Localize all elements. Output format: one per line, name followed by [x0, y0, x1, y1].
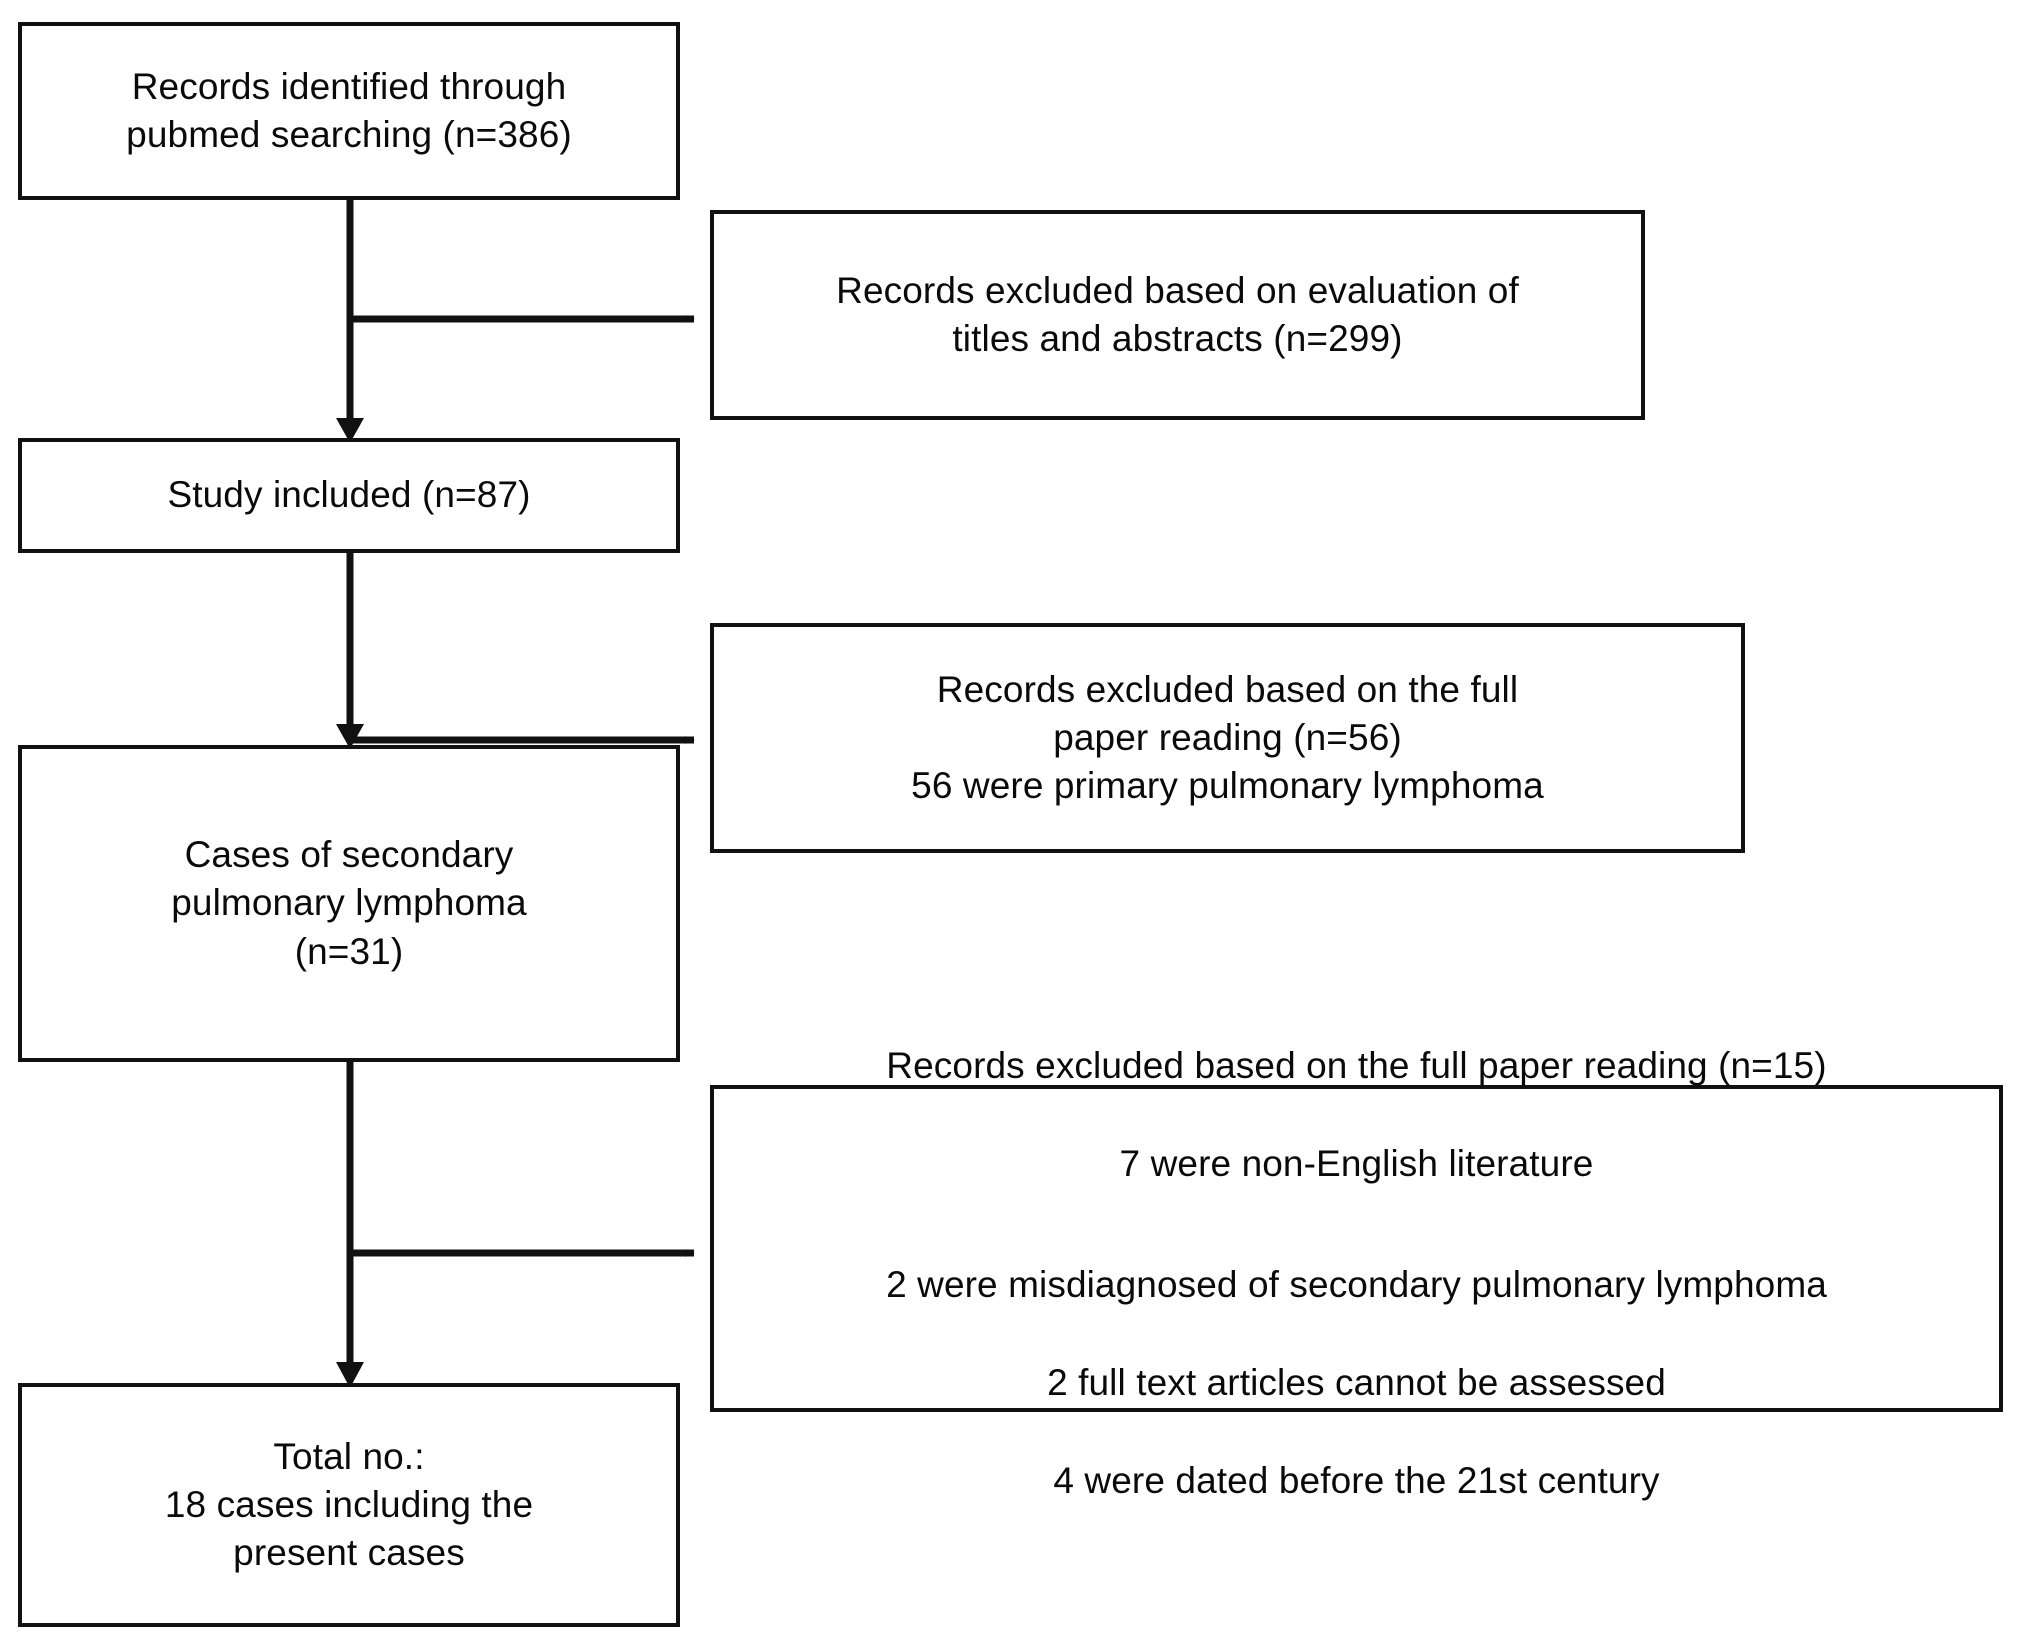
- excluded-second-line-3: 2 were misdiagnosed of secondary pulmona…: [886, 1263, 1827, 1305]
- node-total-cases: Total no.: 18 cases including the presen…: [18, 1383, 680, 1627]
- connector-identified-to-study: [336, 200, 364, 443]
- excluded-second-line-2: 7 were non-English literature: [1119, 1143, 1594, 1185]
- node-secondary-pulmonary-lymphoma-cases-label: Cases of secondary pulmonary lymphoma (n…: [171, 834, 527, 972]
- node-records-excluded-titles: Records excluded based on evaluation of …: [710, 210, 1645, 420]
- excluded-second-line-5: 4 were dated before the 21st century: [1053, 1460, 1660, 1502]
- node-records-excluded-fullpaper-first-label: Records excluded based on the full paper…: [911, 668, 1544, 807]
- paragraph-gap: [886, 1188, 1827, 1210]
- connector-secondary-to-total: [336, 1062, 364, 1388]
- node-total-cases-label: Total no.: 18 cases including the presen…: [164, 1435, 534, 1574]
- node-study-included: Study included (n=87): [18, 438, 680, 553]
- excluded-second-line-1: Records excluded based on the full paper…: [886, 1044, 1827, 1086]
- node-records-identified: Records identified through pubmed search…: [18, 22, 680, 200]
- node-secondary-pulmonary-lymphoma-cases: Cases of secondary pulmonary lymphoma (n…: [18, 745, 680, 1062]
- excluded-second-line-4: 2 full text articles cannot be assessed: [1047, 1361, 1666, 1403]
- node-study-included-label: Study included (n=87): [167, 474, 531, 516]
- node-records-excluded-titles-label: Records excluded based on evaluation of …: [836, 269, 1519, 359]
- connector-study-to-secondary: [336, 553, 364, 749]
- node-records-identified-label: Records identified through pubmed search…: [126, 65, 572, 155]
- node-records-excluded-fullpaper-second-block: Records excluded based on the full paper…: [886, 991, 1827, 1505]
- node-records-excluded-fullpaper-second: Records excluded based on the full paper…: [710, 1045, 2003, 1501]
- node-records-excluded-fullpaper-first: Records excluded based on the full paper…: [710, 623, 1745, 853]
